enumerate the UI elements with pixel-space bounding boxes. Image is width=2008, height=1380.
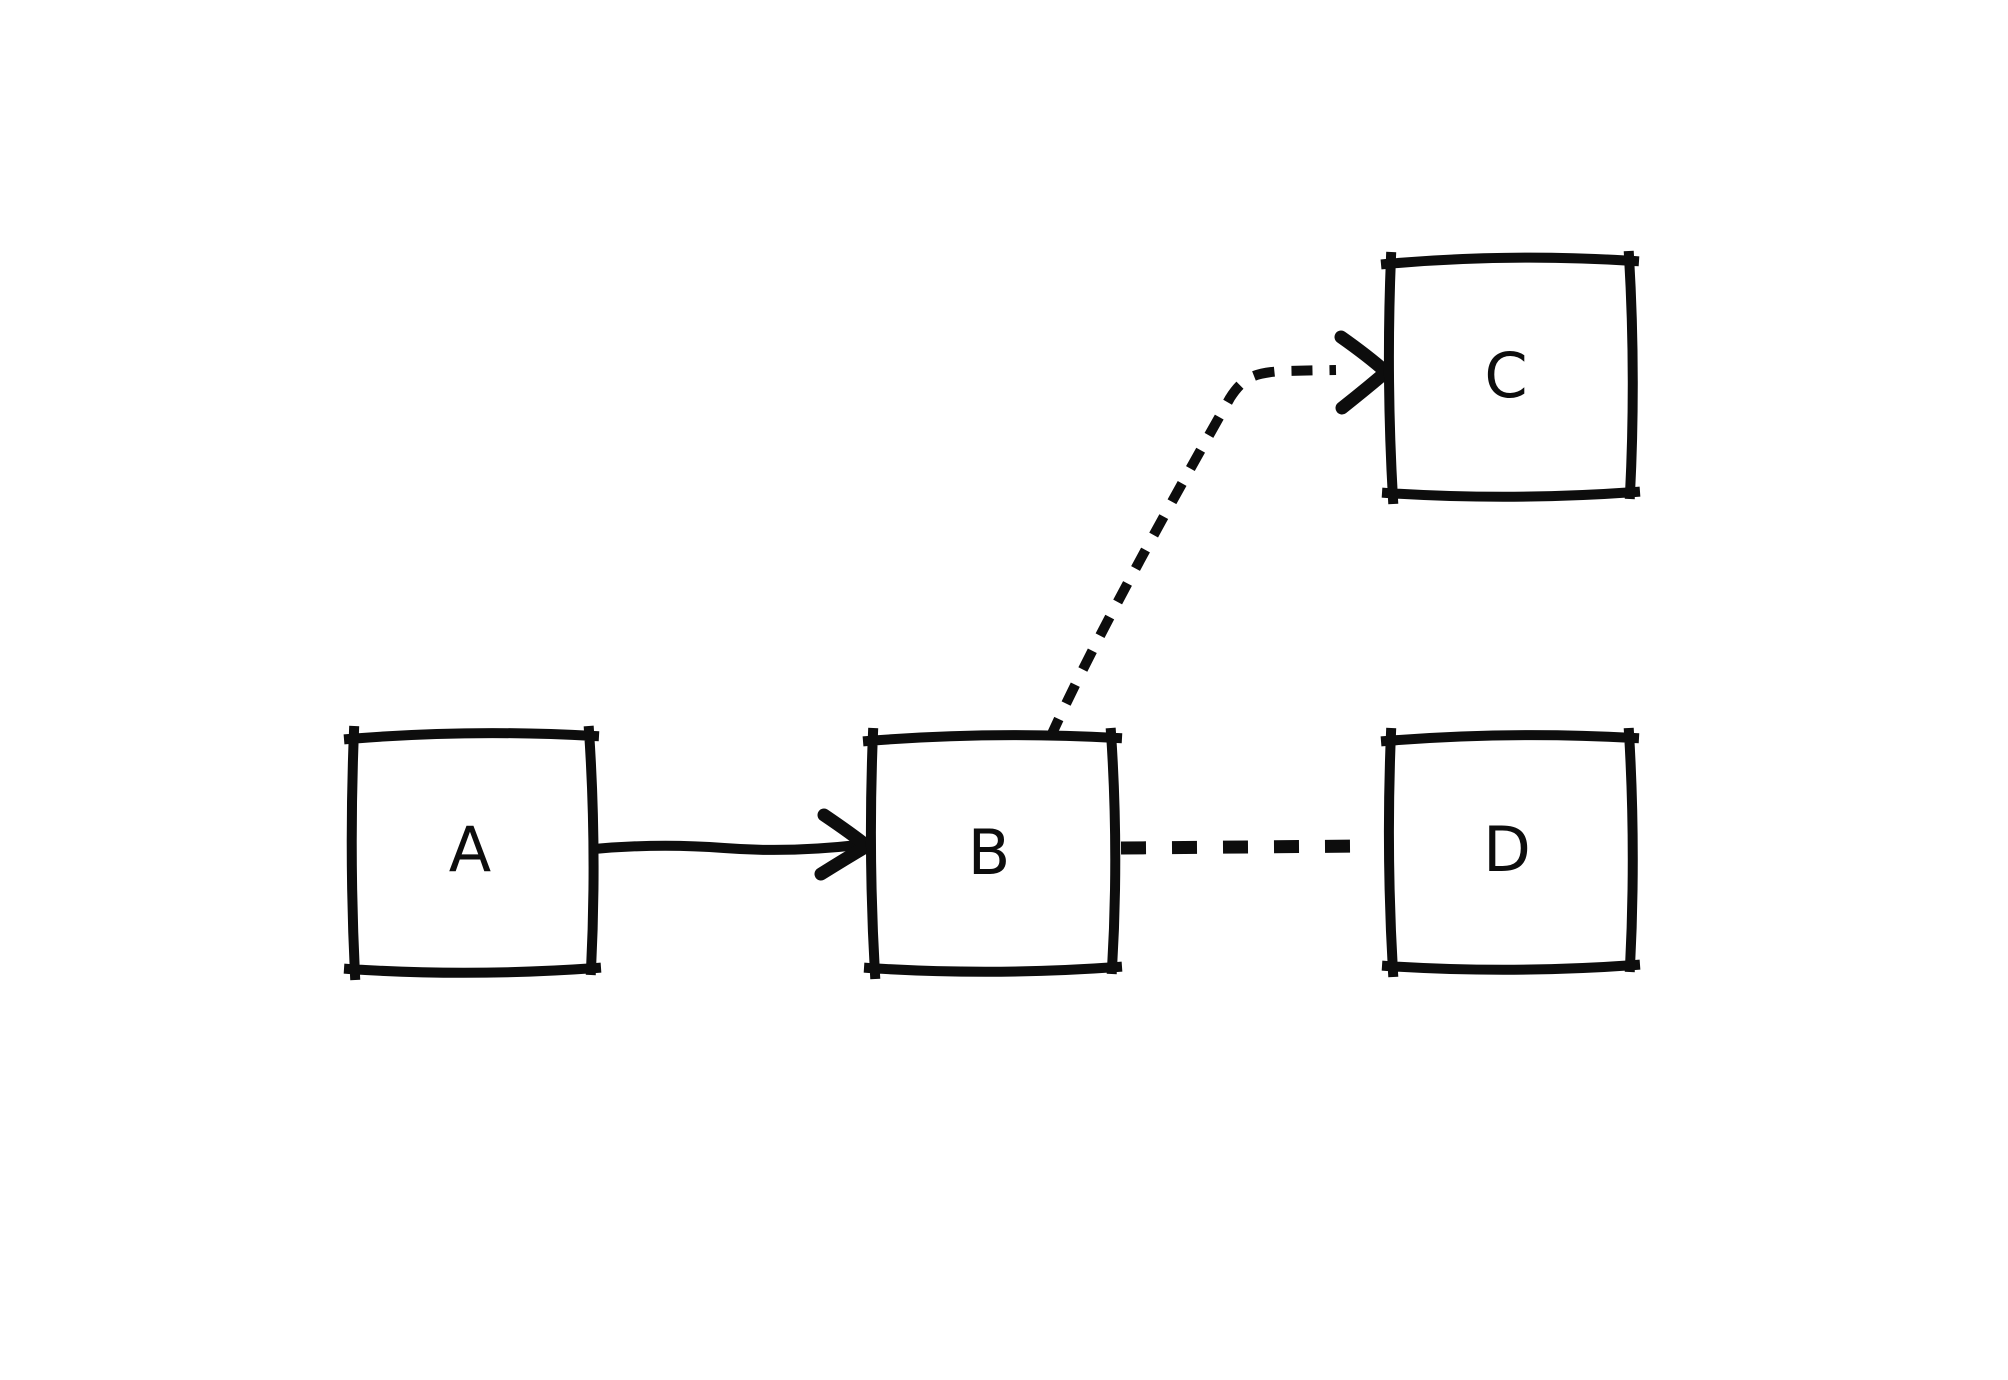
- node-d-box: [1380, 727, 1641, 978]
- edge-a-to-b-line: [589, 840, 863, 855]
- node-c-box: [1380, 250, 1641, 505]
- node-d[interactable]: D: [1380, 727, 1641, 978]
- node-b-box: [862, 727, 1123, 980]
- node-a-box: [343, 725, 602, 981]
- edge-b-to-d-line: [1120, 839, 1369, 855]
- edge-b-to-d[interactable]: [1120, 839, 1369, 855]
- node-b[interactable]: B: [862, 727, 1123, 980]
- node-b-label: B: [968, 816, 1011, 889]
- node-a-label: A: [449, 813, 491, 886]
- node-c[interactable]: C: [1380, 250, 1641, 505]
- edge-a-to-b[interactable]: [589, 808, 874, 881]
- node-d-label: D: [1483, 813, 1531, 886]
- edge-b-to-c-arrowhead-icon: [1334, 330, 1393, 415]
- node-c-label: C: [1484, 339, 1527, 412]
- edge-b-to-c[interactable]: [1045, 330, 1393, 741]
- node-a[interactable]: A: [343, 725, 602, 981]
- edge-b-to-c-line: [1045, 365, 1337, 741]
